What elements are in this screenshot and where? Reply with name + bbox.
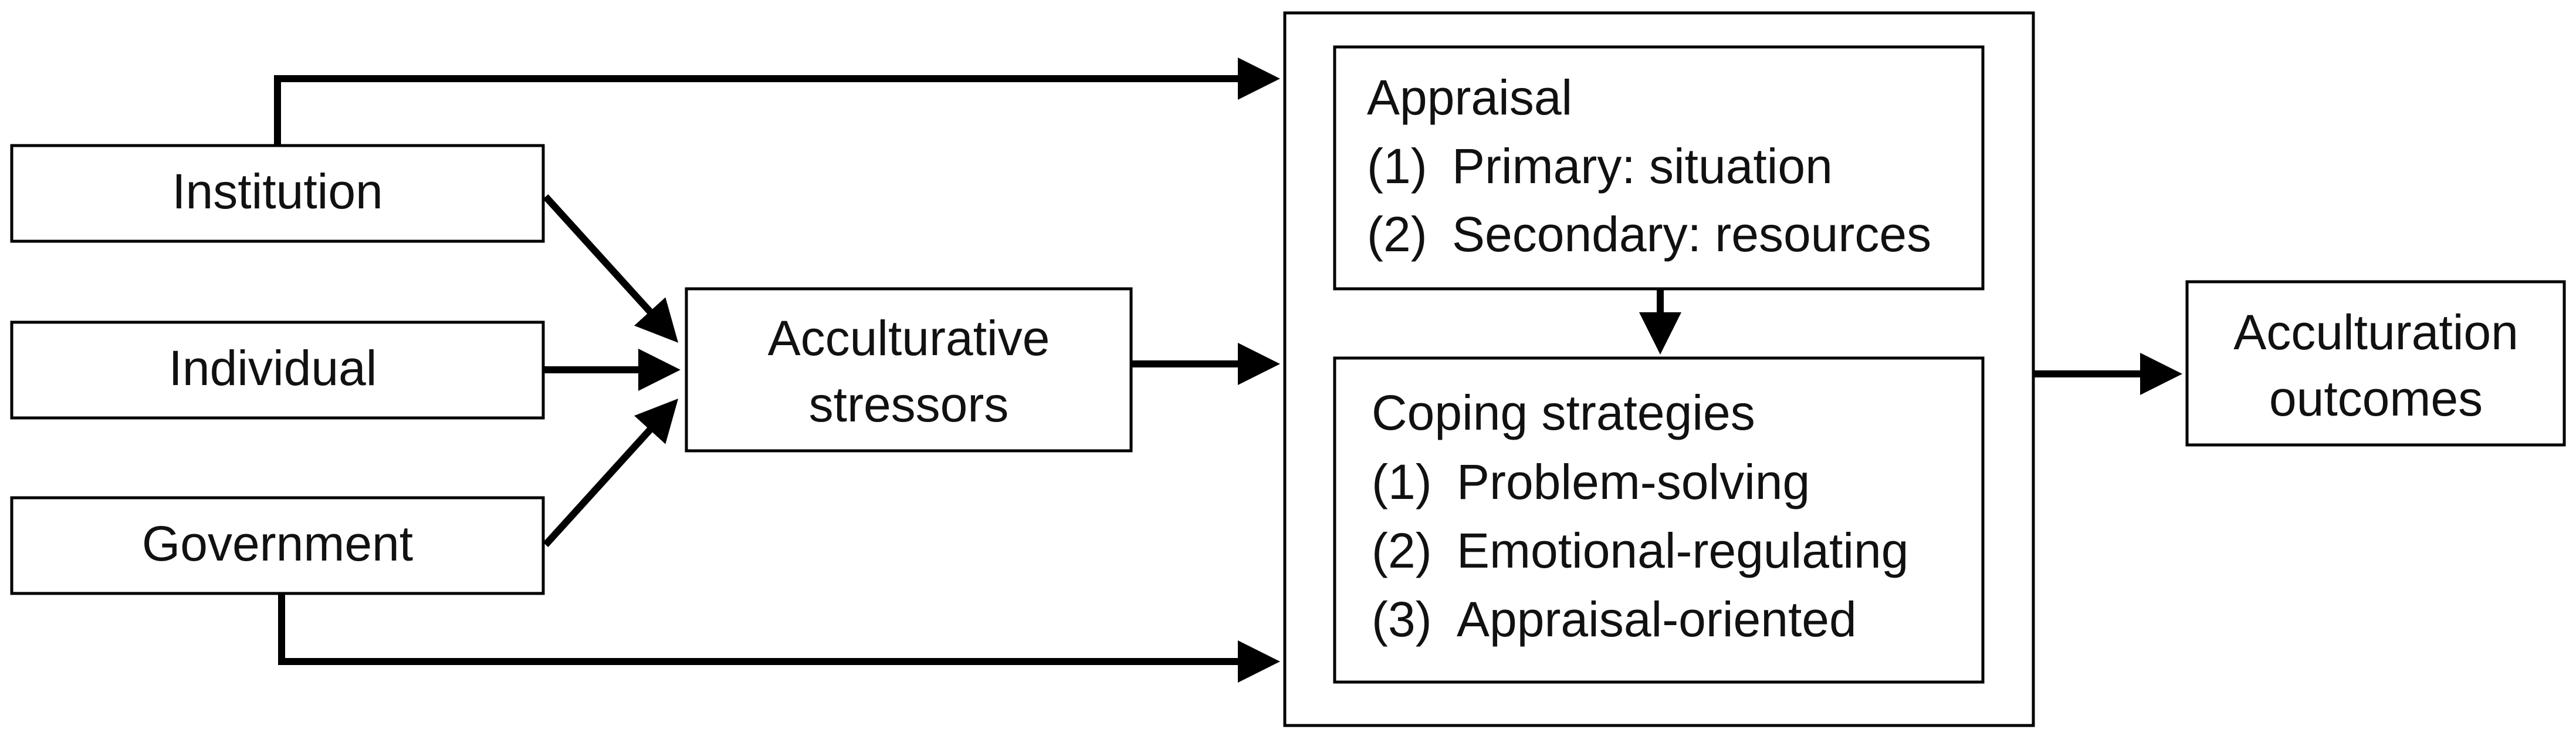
acculturation-outcomes-label-line1: Acculturation xyxy=(2233,305,2519,360)
coping-item-1-text: Problem-solving xyxy=(1457,454,1810,509)
appraisal-item-2-text: Secondary: resources xyxy=(1452,207,1931,262)
acculturative-stressors-label-line1: Acculturative xyxy=(768,311,1050,366)
appraisal-item-1-num: (1) xyxy=(1367,139,1427,194)
coping-item-3-num: (3) xyxy=(1372,592,1432,647)
government-label: Government xyxy=(142,516,413,571)
individual-box xyxy=(10,320,545,420)
acculturation-outcomes-label-line2: outcomes xyxy=(2269,371,2483,426)
institution-to-container-arrow xyxy=(274,58,1280,146)
acculturative-stressors-box xyxy=(685,287,1133,453)
institution-to-stressors-arrow xyxy=(543,194,679,343)
appraisal-item-2-num: (2) xyxy=(1367,207,1427,262)
appraisal-item-1-text: Primary: situation xyxy=(1452,139,1833,194)
acculturation-outcomes-box xyxy=(2185,280,2566,447)
acculturative-stressors-label-line2: stressors xyxy=(809,377,1009,432)
coping-item-1-num: (1) xyxy=(1372,454,1432,509)
individual-label: Individual xyxy=(169,340,377,396)
coping-strategies-box xyxy=(1333,356,1985,684)
government-to-stressors-arrow xyxy=(543,399,679,548)
government-to-container-arrow xyxy=(278,593,1280,683)
coping-item-2-text: Emotional-regulating xyxy=(1457,523,1908,578)
institution-box xyxy=(10,144,545,243)
coping-item-3-text: Appraisal-oriented xyxy=(1457,592,1857,647)
coping-title: Coping strategies xyxy=(1372,385,1755,440)
appraisal-box xyxy=(1333,45,1985,291)
government-box xyxy=(10,496,545,595)
appraisal-title: Appraisal xyxy=(1367,70,1572,125)
institution-label: Institution xyxy=(172,164,383,219)
coping-item-2-num: (2) xyxy=(1372,523,1432,578)
